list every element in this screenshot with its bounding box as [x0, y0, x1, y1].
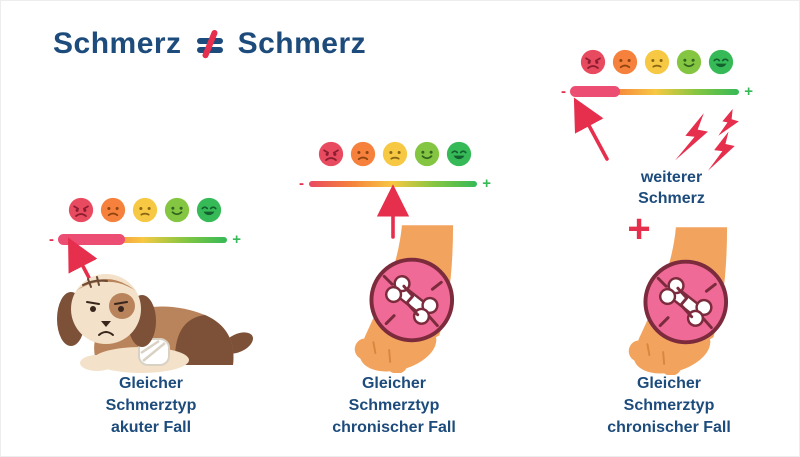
pain-face-very-good-icon	[196, 197, 222, 223]
caption-line: chronischer Fall	[607, 419, 731, 436]
caption-line: Schmerztyp	[623, 397, 715, 414]
additional-pain-line: Schmerz	[638, 190, 705, 207]
additional-pain-line: weiterer	[640, 169, 703, 186]
pain-face-very-bad-icon	[318, 141, 344, 167]
scale-plus-label: +	[744, 83, 753, 100]
caption-line: Gleicher	[636, 375, 702, 392]
pain-scale-chronic-plus: - +	[561, 49, 753, 99]
pain-face-good-icon	[414, 141, 440, 167]
title-word-left: Schmerz	[53, 27, 182, 60]
pain-spikes	[656, 276, 717, 330]
scale-minus-label: -	[49, 231, 54, 248]
pain-scale-chronic: - +	[299, 141, 491, 191]
pain-face-medium-icon	[382, 141, 408, 167]
paw-with-inflamed-joint-illustration	[628, 227, 729, 375]
caption-line: Schmerztyp	[348, 397, 440, 414]
pain-face-bad-icon	[612, 49, 638, 75]
pain-scale-acute: - +	[49, 197, 241, 247]
up-arrow-icon	[573, 97, 609, 161]
scale-plus-label: +	[232, 231, 241, 248]
pain-gradient-bar	[570, 86, 740, 97]
caption-line: chronischer Fall	[332, 419, 456, 436]
caption-line: Gleicher	[361, 375, 427, 392]
crack	[402, 284, 420, 317]
pain-face-very-good-icon	[446, 141, 472, 167]
additional-pain-label: weiterer Schmerz	[599, 167, 744, 209]
crack	[676, 286, 694, 319]
pain-gradient-bar	[309, 180, 478, 187]
page-title: Schmerz Schmerz	[53, 27, 366, 61]
caption-line: akuter Fall	[110, 419, 192, 436]
stitches	[82, 276, 108, 288]
not-equal-icon	[195, 27, 225, 61]
pain-faces-row	[561, 49, 753, 75]
pain-face-very-bad-icon	[68, 197, 94, 223]
lightning-bolts-icon	[675, 109, 739, 171]
scale-minus-label: -	[299, 175, 304, 192]
caption-acute: Gleicher Schmerztyp akuter Fall	[46, 373, 256, 439]
pain-face-medium-icon	[132, 197, 158, 223]
caption-line: Schmerztyp	[105, 397, 197, 414]
pain-faces-row	[299, 141, 491, 167]
paw-with-inflamed-joint-illustration	[354, 225, 455, 373]
plus-sign: +	[627, 207, 651, 251]
pain-face-bad-icon	[100, 197, 126, 223]
pain-spikes	[382, 274, 443, 328]
up-arrow-icon	[376, 184, 410, 239]
pain-face-good-icon	[164, 197, 190, 223]
pain-face-very-good-icon	[708, 49, 734, 75]
pain-face-very-bad-icon	[580, 49, 606, 75]
title-word-right: Schmerz	[237, 27, 367, 60]
dog-with-bandaged-paw-illustration	[57, 274, 253, 373]
pain-face-bad-icon	[350, 141, 376, 167]
pain-faces-row	[49, 197, 241, 223]
caption-line: Gleicher	[118, 375, 184, 392]
caption-chronic-plus: Gleicher Schmerztyp chronischer Fall	[564, 373, 774, 439]
scale-plus-label: +	[482, 175, 491, 192]
caption-chronic: Gleicher Schmerztyp chronischer Fall	[289, 373, 499, 439]
pain-face-good-icon	[676, 49, 702, 75]
pain-face-medium-icon	[644, 49, 670, 75]
scale-minus-label: -	[561, 83, 566, 100]
